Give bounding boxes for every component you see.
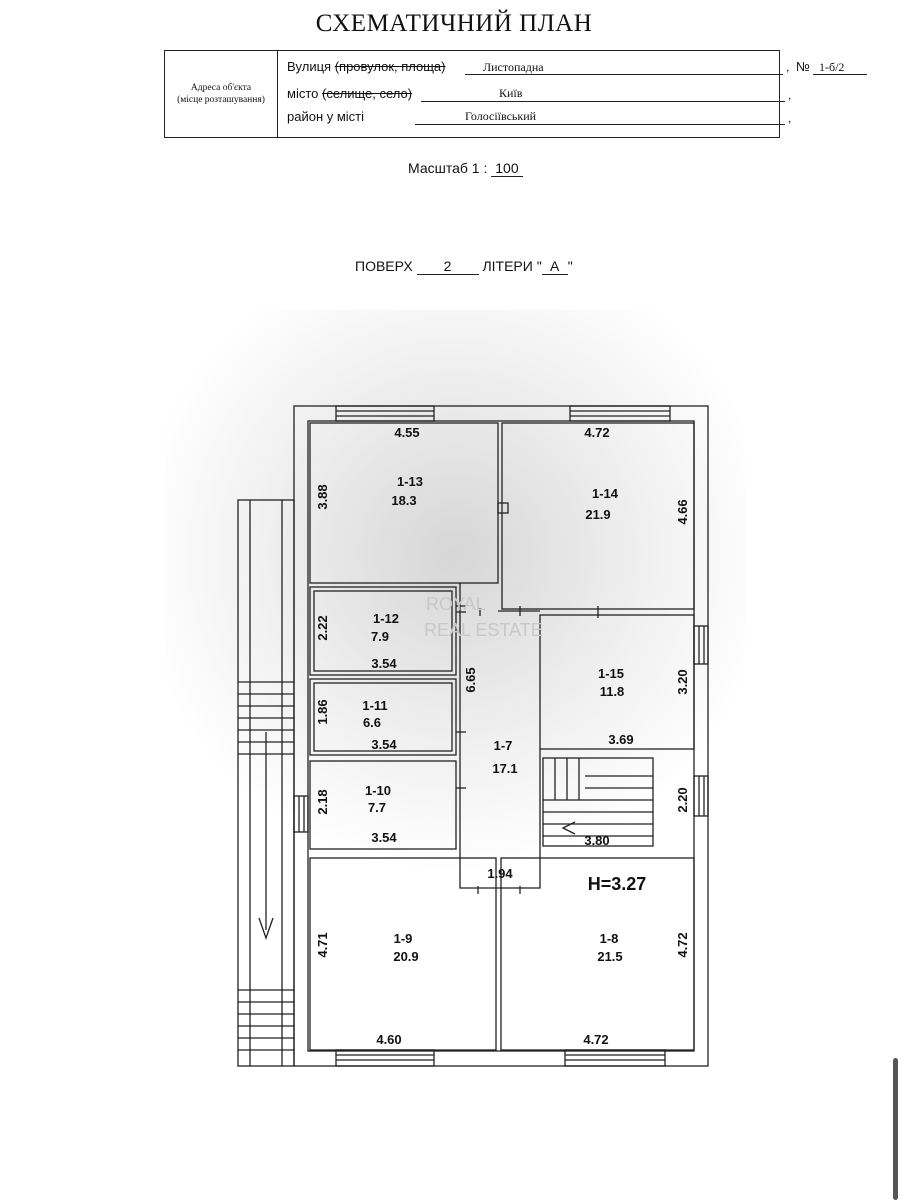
- number-underline: [813, 74, 867, 75]
- city-underline: [421, 101, 785, 102]
- ceiling-height: H=3.27: [588, 874, 647, 894]
- column-marker: [497, 502, 509, 514]
- room-area: 21.5: [597, 949, 622, 964]
- dimension: 3.69: [608, 732, 633, 747]
- address-table: Адреса об'єкта (місце розташування) Вули…: [164, 50, 867, 138]
- number-label: №: [796, 59, 810, 74]
- room-area: 17.1: [492, 761, 517, 776]
- scale-value: 100: [491, 160, 523, 177]
- address-side-label: Адреса об'єкта (місце розташування): [165, 51, 278, 137]
- dimension: 2.22: [315, 615, 330, 640]
- street-comma: ,: [786, 60, 790, 74]
- letter-label: ЛІТЕРИ ": [482, 258, 542, 274]
- city-comma: ,: [788, 88, 792, 102]
- room-1-15-outline: [539, 614, 695, 750]
- room-area: 20.9: [393, 949, 418, 964]
- room-id: 1-9: [394, 931, 413, 946]
- address-side-label-line2: (місце розташування): [177, 95, 265, 105]
- stair-arrow-icon: [258, 917, 274, 940]
- floor-label: ПОВЕРХ: [355, 258, 413, 274]
- dimension: 4.72: [675, 932, 690, 957]
- number-value: 1-б/2: [819, 60, 845, 74]
- dimension: 3.54: [371, 830, 397, 845]
- dimension: 3.20: [675, 669, 690, 694]
- room-1-10-outline: [309, 760, 457, 850]
- street-value: Листопадна: [483, 60, 544, 74]
- dimension: 4.55: [394, 425, 419, 440]
- dimension: 4.71: [315, 932, 330, 957]
- dimension-labels: 4.55 4.72 3.88 4.66 2.22 3.54 6.65 3.20 …: [315, 425, 690, 1047]
- room-id: 1-10: [365, 783, 391, 798]
- room-area: 7.9: [371, 629, 389, 644]
- street-struck-label: (провулок, площа): [334, 59, 446, 74]
- room-id: 1-7: [494, 738, 513, 753]
- dimension: 4.60: [376, 1032, 401, 1047]
- dimension: 4.72: [583, 1032, 608, 1047]
- floor-value: 2: [416, 258, 479, 275]
- room-area: 18.3: [391, 493, 416, 508]
- district-comma: ,: [788, 111, 792, 125]
- room-area: 7.7: [368, 800, 386, 815]
- dimension: 4.66: [675, 499, 690, 524]
- city-label: місто: [287, 86, 319, 101]
- dimension: 1.86: [315, 699, 330, 724]
- city-struck-label: (селище, село): [322, 86, 413, 101]
- dimension: 3.54: [371, 737, 397, 752]
- room-labels: 1-13 18.3 1-14 21.9 1-12 7.9 1-15 11.8 1…: [362, 474, 646, 964]
- district-underline: [415, 124, 785, 125]
- dimension: 4.72: [584, 425, 609, 440]
- room-area: 21.9: [585, 507, 610, 522]
- dimension: 3.80: [584, 833, 609, 848]
- room-id: 1-14: [592, 486, 619, 501]
- dimension: 6.65: [463, 667, 478, 692]
- city-value: Київ: [499, 86, 523, 100]
- letter-value: А: [541, 258, 568, 275]
- room-1-12-outline: [309, 586, 457, 676]
- address-side-label-line1: Адреса об'єкта: [190, 83, 252, 93]
- room-id: 1-12: [373, 611, 399, 626]
- street-label: Вулиця: [287, 59, 332, 74]
- external-stair: [237, 499, 295, 1067]
- scale-line: Масштаб 1 : 100: [408, 160, 523, 177]
- room-area: 6.6: [363, 715, 381, 730]
- corridor-1-7-outline: [459, 583, 541, 889]
- dimension: 2.20: [675, 787, 690, 812]
- internal-stair-arrow-icon: [561, 821, 576, 835]
- stair-treads-bottom: [238, 989, 294, 1051]
- street-underline: [465, 74, 783, 75]
- background-shade: [165, 310, 745, 890]
- room-id: 1-11: [362, 698, 387, 713]
- scale-label: Масштаб 1 :: [408, 160, 488, 176]
- internal-stair-treads: [543, 758, 653, 837]
- dimension: 3.54: [371, 656, 397, 671]
- letter-close: ": [567, 258, 573, 274]
- district-value: Голосіївський: [465, 109, 537, 123]
- room-1-11-outline: [309, 678, 457, 756]
- watermark-line2: REAL ESTATE: [424, 620, 543, 640]
- page-title: СХЕМАТИЧНИЙ ПЛАН: [315, 10, 593, 37]
- room-id: 1-13: [397, 474, 423, 489]
- windows: [293, 405, 709, 1067]
- internal-stair: [542, 757, 654, 847]
- door-marks: [456, 605, 599, 894]
- floor-line: ПОВЕРХ 2 ЛІТЕРИ "А": [355, 258, 573, 275]
- district-label: район у місті: [287, 109, 365, 124]
- page-scrollbar[interactable]: [893, 1058, 898, 1200]
- room-id: 1-15: [598, 666, 624, 681]
- room-id: 1-8: [600, 931, 619, 946]
- room-area: 11.8: [600, 684, 625, 699]
- dimension: 3.88: [315, 484, 330, 509]
- watermark-line1: ROYAL: [426, 594, 486, 614]
- dimension: 1.94: [487, 866, 513, 881]
- dimension: 2.18: [315, 789, 330, 814]
